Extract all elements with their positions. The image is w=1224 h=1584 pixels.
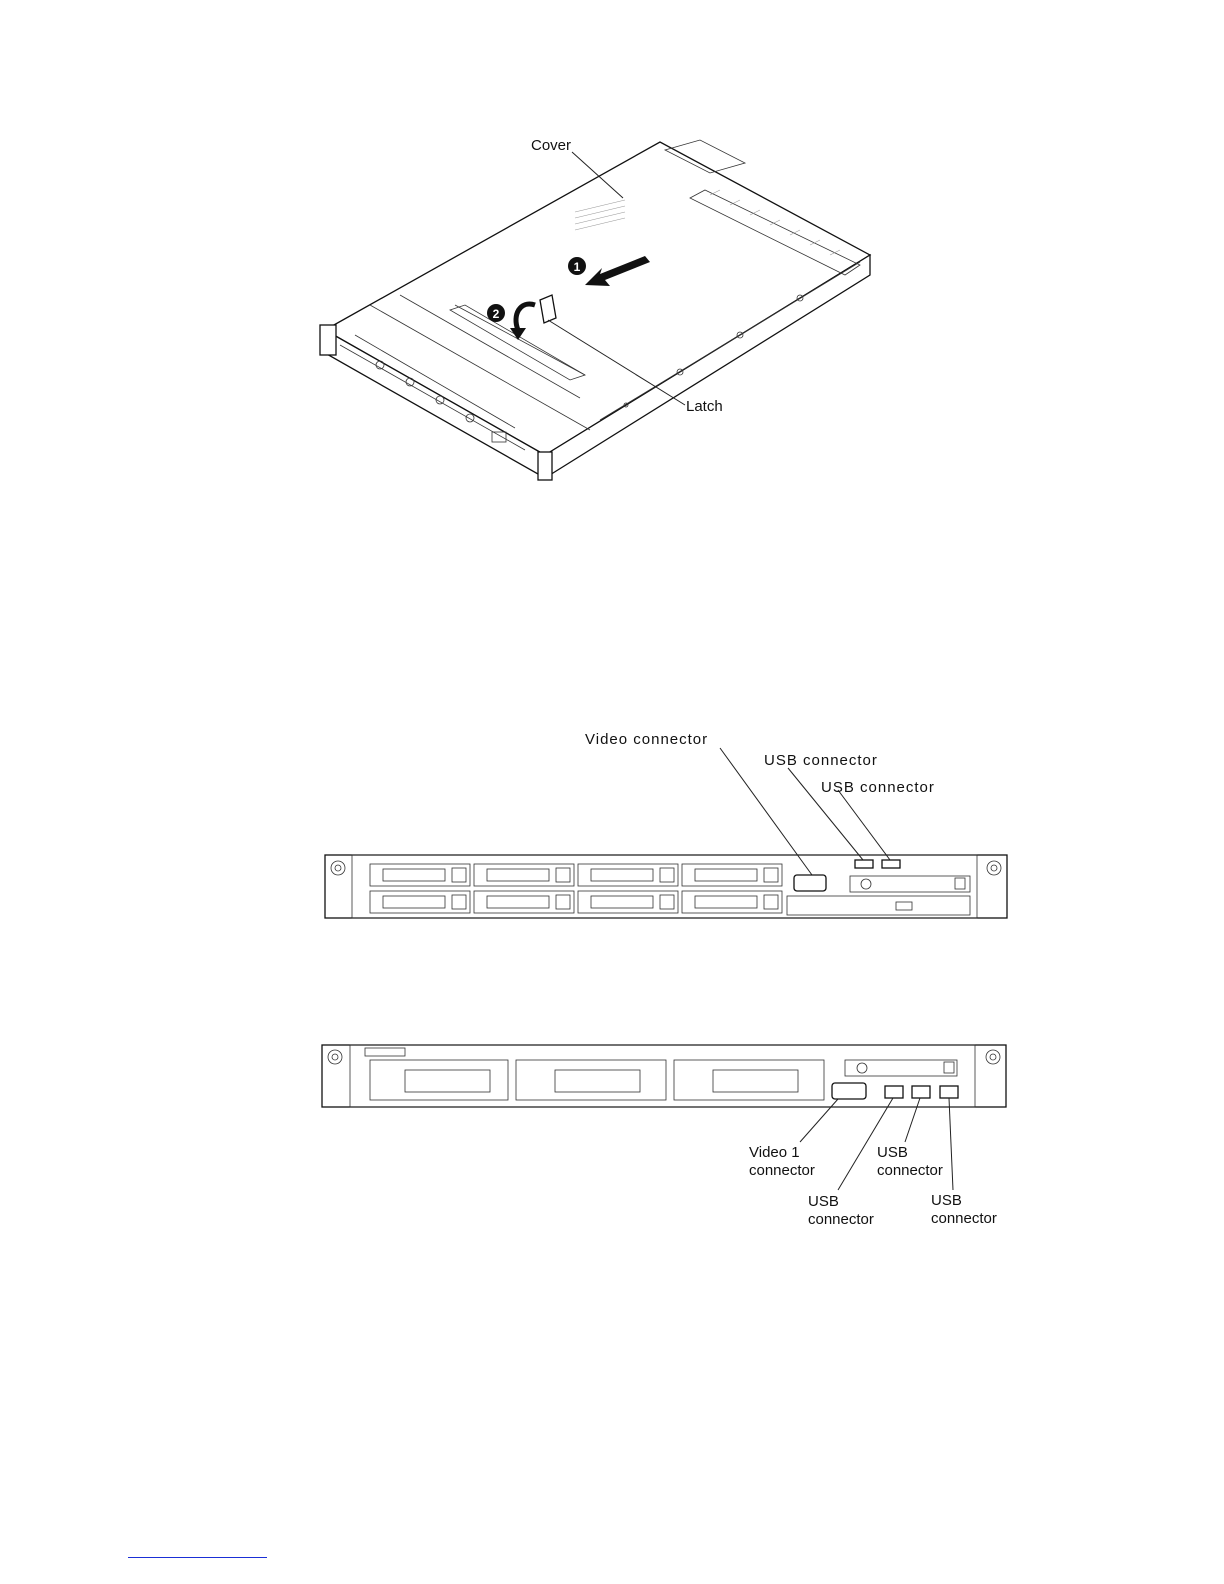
front-panel-8-drive-figure: Video connector USB connector USB connec… (0, 720, 1224, 930)
usb-port-1 (855, 860, 873, 868)
chassis-front-bezel (325, 855, 1007, 918)
usb-a-label-line1: USB (808, 1193, 874, 1211)
video-port (794, 875, 826, 891)
right-rack-handle (538, 452, 552, 480)
video-connector-label: Video connector (585, 731, 708, 749)
usb-a-label-line2: connector (808, 1211, 874, 1229)
step-1-number: 1 (574, 260, 581, 274)
video-1-label-line2: connector (749, 1162, 815, 1180)
cover-removal-figure: 1 2 Cover Latch (0, 0, 1224, 520)
usb-c-label-line2: connector (931, 1210, 997, 1228)
step-marker-1: 1 (568, 257, 586, 275)
usb-connector-c-leader (949, 1098, 953, 1190)
step-marker-2: 2 (487, 304, 505, 322)
usb-connector-label-a: USB connector (808, 1193, 874, 1229)
cover-label: Cover (531, 137, 571, 155)
usb-connector-label-1: USB connector (764, 752, 878, 770)
usb-port-2 (882, 860, 900, 868)
footer-link-rule (128, 1557, 267, 1558)
latch-label: Latch (686, 398, 723, 416)
step-2-number: 2 (493, 307, 500, 321)
usb-port-a (885, 1086, 903, 1098)
usb-connector-2-leader (838, 790, 890, 860)
usb-port-b (912, 1086, 930, 1098)
usb-c-label-line1: USB (931, 1192, 997, 1210)
usb-b-label-line2: connector (877, 1162, 943, 1180)
usb-connector-label-b: USB connector (877, 1144, 943, 1180)
usb-connector-label-2: USB connector (821, 779, 935, 797)
front-panel-3-drive-figure: Video 1 connector USB connector USB conn… (0, 1030, 1224, 1240)
video-1-connector-label: Video 1 connector (749, 1144, 815, 1180)
usb-port-c (940, 1086, 958, 1098)
front-panel-8-drive-drawing (0, 720, 1224, 930)
left-rack-handle (320, 325, 336, 355)
server-isometric-drawing: 1 2 (0, 0, 1224, 520)
front-panel-3-drive-drawing (0, 1030, 1224, 1240)
usb-connector-label-c: USB connector (931, 1192, 997, 1228)
video-1-label-line1: Video 1 (749, 1144, 815, 1162)
usb-b-label-line1: USB (877, 1144, 943, 1162)
video-port (832, 1083, 866, 1099)
